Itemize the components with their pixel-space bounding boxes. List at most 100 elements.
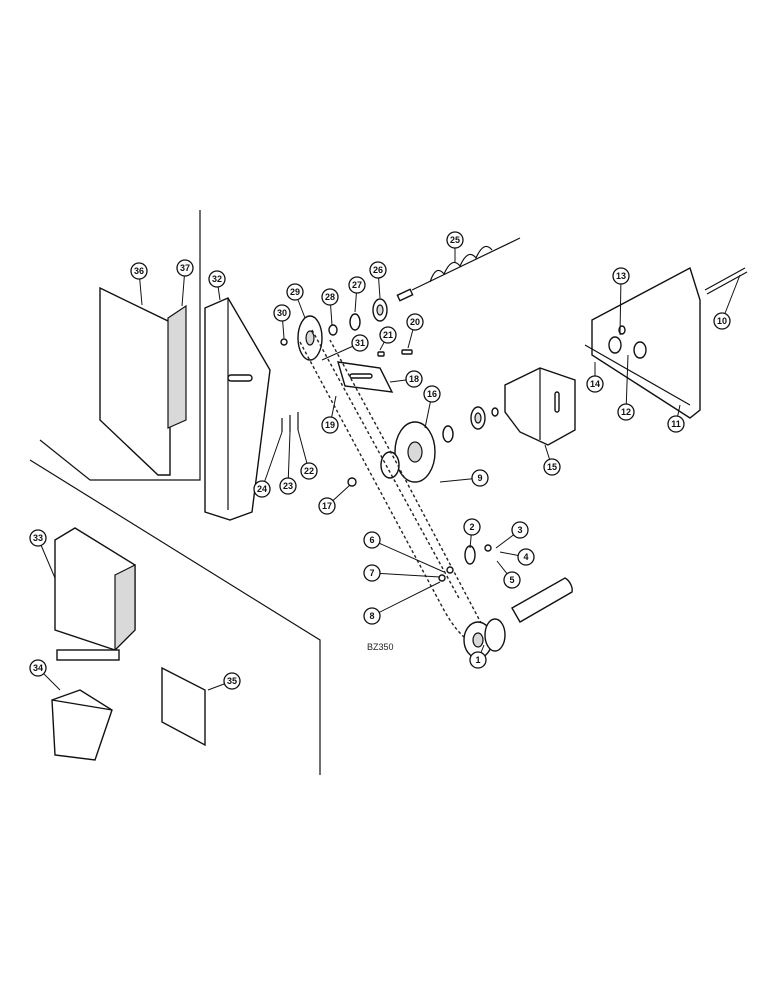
callout-circle: [667, 415, 685, 433]
callout-circle: [176, 259, 194, 277]
callout-circle: [586, 375, 604, 393]
callout-26: 26: [369, 261, 387, 299]
panel-strip: [167, 304, 187, 429]
callout-circle: [363, 607, 381, 625]
callout-8: 8: [363, 581, 441, 625]
callout-13: 13: [612, 267, 630, 336]
pin-fastener: [347, 477, 357, 487]
callout-28: 28: [321, 288, 339, 326]
callout-circle: [321, 416, 339, 434]
callout-9: 9: [439, 469, 489, 487]
callout-circle: [511, 521, 529, 539]
callout-19: 19: [321, 395, 339, 434]
cotter-pins: [280, 338, 299, 432]
callout-25: 25: [446, 231, 464, 262]
leader-line: [625, 354, 629, 413]
callout-circle: [223, 672, 241, 690]
callout-36: 36: [130, 262, 148, 306]
callout-circle: [348, 276, 366, 294]
callout-label: 37: [180, 263, 190, 273]
bolt-screws: [377, 349, 413, 357]
bearing-flange: [372, 298, 388, 322]
callout-circle: [463, 518, 481, 536]
frame-outline: [29, 210, 321, 775]
figure-code: BZ350: [367, 642, 394, 652]
callout-label: 28: [325, 292, 335, 302]
cover-plate: [161, 666, 206, 747]
callout-35: 35: [207, 672, 241, 691]
callout-circle: [253, 480, 271, 498]
callout-label: 21: [383, 330, 393, 340]
callout-circle: [423, 385, 441, 403]
callout-circle: [379, 326, 397, 344]
callout-circle: [130, 262, 148, 280]
callout-label: 34: [33, 663, 43, 673]
callout-label: 23: [283, 481, 293, 491]
roller-tube: [511, 577, 573, 623]
callout-label: 18: [409, 374, 419, 384]
bearing-assembly: [442, 406, 499, 443]
callout-label: 5: [509, 575, 514, 585]
callout-circle: [286, 283, 304, 301]
callout-label: 7: [369, 568, 374, 578]
callout-circle: [321, 288, 339, 306]
callout-label: 12: [621, 407, 631, 417]
leader-line: [619, 275, 622, 336]
lower-sprocket: [463, 618, 506, 659]
callout-label: 16: [427, 389, 437, 399]
callout-circle: [713, 312, 731, 330]
bolt: [484, 544, 492, 552]
callout-label: 24: [257, 484, 267, 494]
callout-24: 24: [253, 431, 283, 498]
callout-16: 16: [423, 385, 441, 429]
callout-22: 22: [297, 429, 318, 480]
callout-circle: [363, 564, 381, 582]
tall-shield: [204, 297, 271, 521]
washer: [438, 574, 446, 582]
callout-label: 36: [134, 266, 144, 276]
callout-label: 19: [325, 420, 335, 430]
callout-circle: [406, 313, 424, 331]
callout-10: 10: [713, 274, 741, 330]
callout-label: 2: [469, 522, 474, 532]
callout-3: 3: [495, 521, 529, 549]
callout-label: 25: [450, 235, 460, 245]
callout-5: 5: [496, 560, 521, 589]
callout-label: 13: [616, 271, 626, 281]
nut-small: [328, 324, 338, 336]
callout-circle: [369, 261, 387, 279]
callout-32: 32: [208, 270, 226, 301]
leader-line: [261, 431, 283, 490]
mounting-bracket: [504, 367, 576, 446]
callout-label: 35: [227, 676, 237, 686]
callout-label: 32: [212, 274, 222, 284]
callout-label: 8: [369, 611, 374, 621]
callout-37: 37: [176, 259, 194, 307]
callout-label: 1: [475, 655, 480, 665]
callout-circle: [208, 270, 226, 288]
callout-label: 15: [547, 462, 557, 472]
callout-circle: [469, 651, 487, 669]
large-sprocket: [380, 421, 436, 483]
callout-circle: [471, 469, 489, 487]
callout-circle: [279, 477, 297, 495]
callout-20: 20: [406, 313, 424, 349]
leader-line: [371, 581, 441, 617]
callout-14: 14: [586, 362, 604, 393]
slide-bracket: [337, 361, 394, 393]
callout-23: 23: [279, 431, 297, 495]
side-panel: [99, 286, 171, 476]
callout-6: 6: [363, 531, 445, 573]
leader-line: [287, 431, 291, 487]
callout-29: 29: [286, 283, 306, 319]
callout-label: 26: [373, 265, 383, 275]
leader-line: [371, 572, 441, 578]
callout-label: 33: [33, 533, 43, 543]
callout-circle: [29, 529, 47, 547]
callout-30: 30: [273, 304, 291, 339]
box-shield: [54, 527, 136, 661]
callout-label: 3: [517, 525, 522, 535]
callout-label: 22: [304, 466, 314, 476]
